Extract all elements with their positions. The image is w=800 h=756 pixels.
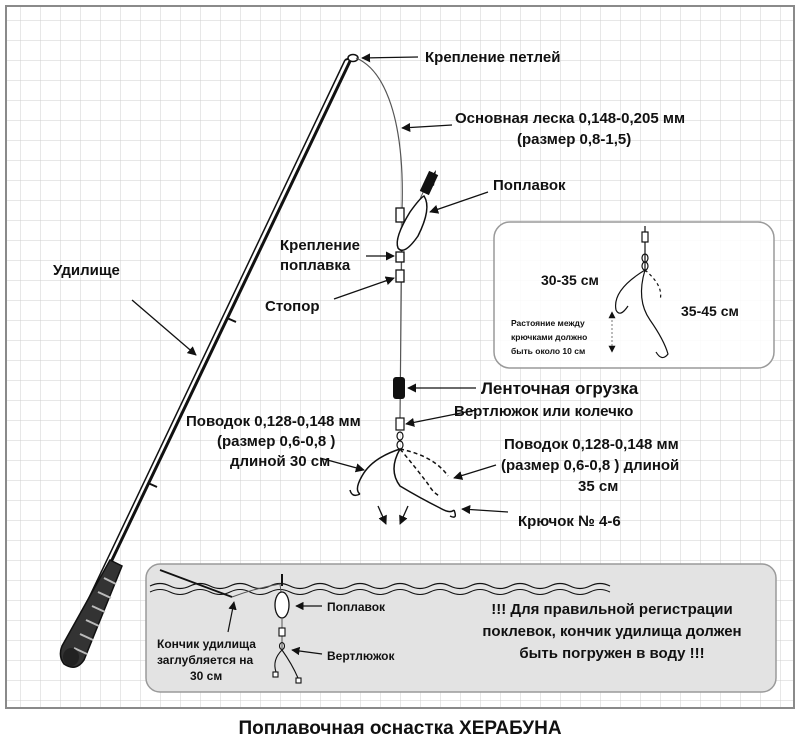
hook-icon (349, 448, 457, 518)
label-left-leader-size: (размер 0,6-0,8 ) (217, 433, 335, 450)
main-line (355, 57, 403, 421)
rod-icon (59, 56, 354, 668)
notice-line-1: !!! Для правильной регистрации (491, 601, 733, 618)
notice-line-3: быть погружен в воду !!! (519, 645, 704, 662)
rod-tip-note-line-3: 30 см (190, 669, 222, 683)
bottom-label-swivel: Вертлюжок (327, 649, 395, 663)
float-mount-tube-icon (395, 251, 405, 263)
stopper-icon (395, 269, 405, 283)
label-stopper: Стопор (265, 298, 320, 315)
label-hook: Крючок № 4-6 (518, 513, 621, 530)
label-swivel: Вертлюжок или колечко (454, 403, 633, 420)
inset-length-short: 30-35 см (541, 272, 599, 288)
weight-icon (393, 377, 405, 399)
label-main-line: Основная леска 0,148-0,205 мм (455, 110, 685, 127)
label-tape-weight: Ленточная огрузка (481, 379, 639, 398)
label-main-line-size: (размер 0,8-1,5) (517, 131, 631, 148)
bottom-panel: Поплавок Вертлюжок Кончик удилища заглуб… (145, 563, 777, 693)
line-segment (231, 583, 283, 601)
rod-tip-note-line-2: заглубляется на (157, 653, 254, 667)
inset-note-line-2: крючками должно (511, 332, 587, 342)
inset-length-long: 35-45 см (681, 303, 739, 319)
label-right-leader-size: (размер 0,6-0,8 ) длиной (501, 457, 679, 474)
label-float-mount-2: поплавка (280, 257, 351, 274)
arrow-icon (227, 601, 323, 656)
label-left-leader: Поводок 0,128-0,148 мм (186, 413, 361, 430)
label-float: Поплавок (493, 177, 566, 194)
label-right-leader-length: 35 см (578, 478, 618, 495)
label-float-mount: Крепление (280, 237, 360, 254)
label-left-leader-length: длиной 30 см (230, 453, 330, 470)
float-icon (274, 574, 290, 650)
inset-note-line-3: быть около 10 см (511, 346, 585, 356)
inset-panel: 30-35 см 35-45 см Растояние между крючка… (493, 221, 775, 369)
label-right-leader: Поводок 0,128-0,148 мм (504, 436, 679, 453)
float-mount-tube-icon (395, 207, 405, 223)
diagram-title: Поплавочная оснастка ХЕРАБУНА (238, 718, 561, 739)
notice-line-2: поклевок, кончик удилища должен (482, 623, 741, 640)
label-rod: Удилище (53, 262, 120, 279)
float-icon (396, 170, 439, 251)
tip-loop-icon (347, 53, 359, 63)
water-surface (149, 589, 611, 595)
rod-tip-note-line-1: Кончик удилища (157, 637, 256, 651)
bottom-label-float: Поплавок (327, 600, 386, 614)
arrow-icon (131, 53, 509, 525)
swivel-icon (272, 627, 302, 684)
label-loop-attachment: Крепление петлей (425, 49, 560, 66)
water-surface (149, 582, 611, 590)
rod-tip-icon (159, 569, 233, 598)
inset-note-line-1: Растояние между (511, 318, 585, 328)
